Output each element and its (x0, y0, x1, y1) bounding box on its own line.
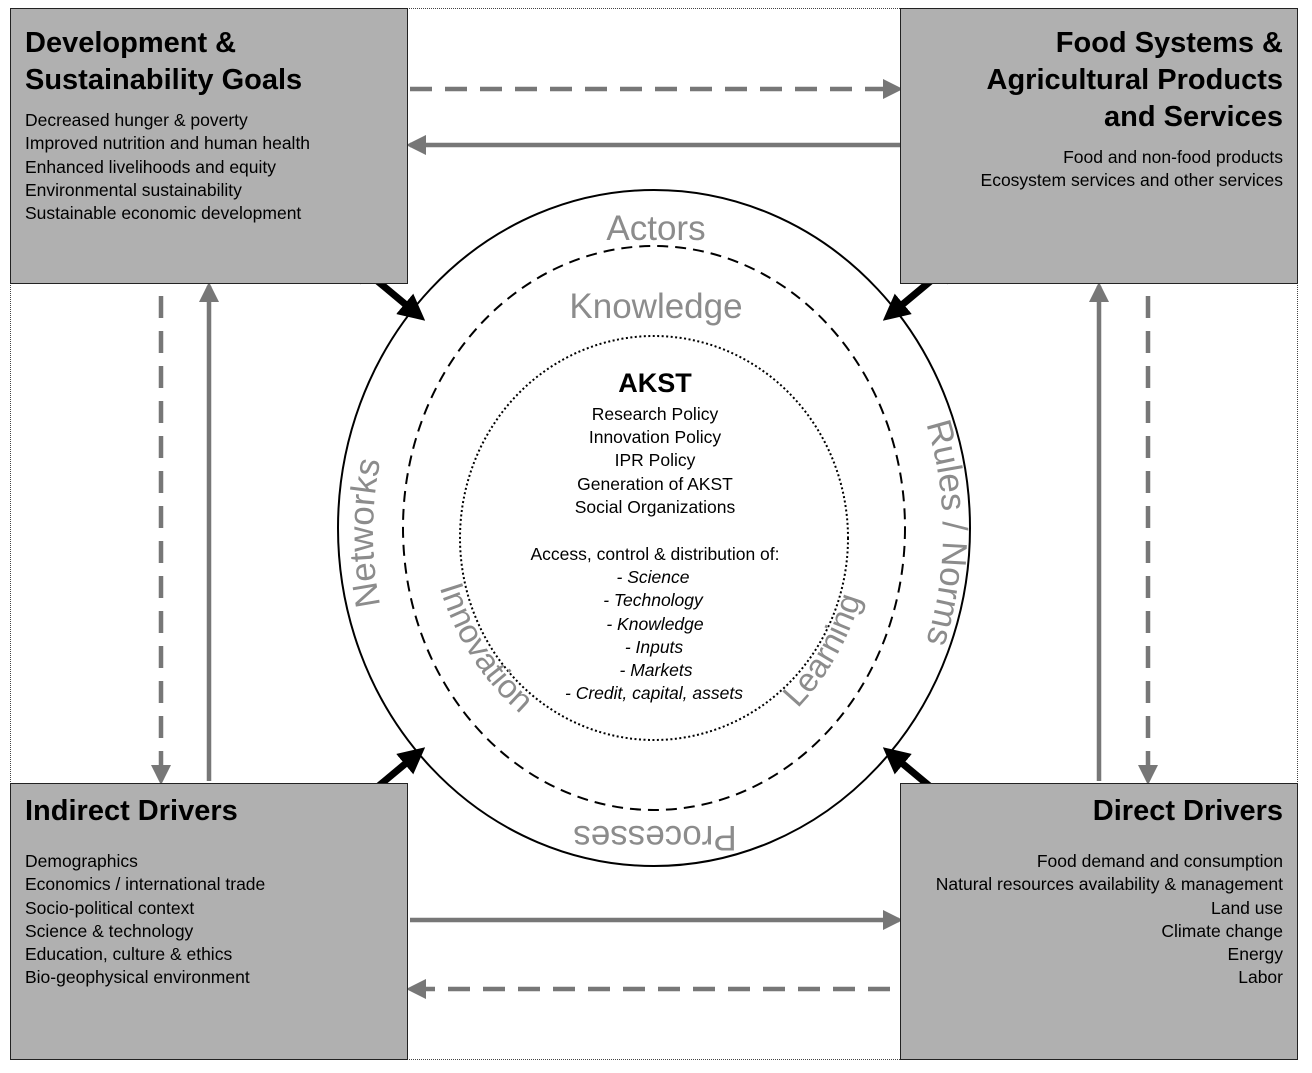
direct-drivers-title: Direct Drivers (915, 793, 1283, 830)
policy-item: Research Policy (592, 404, 719, 424)
food-systems-title: Food Systems & Agricultural Products and… (915, 25, 1284, 136)
title-line: Development & (25, 27, 237, 59)
development-goals-list: Decreased hunger & poverty Improved nutr… (25, 109, 393, 225)
akst-core-ring (459, 335, 849, 741)
access-item: - Technology (603, 590, 704, 610)
list-item: Sustainable economic development (25, 203, 302, 224)
list-item: Environmental sustainability (25, 179, 242, 200)
list-item: Natural resources availability & managem… (935, 874, 1283, 895)
access-heading: Access, control & distribution of: (531, 544, 780, 564)
list-item: Labor (1238, 967, 1283, 988)
policy-item: IPR Policy (615, 450, 696, 470)
learning-text-path: Learning (775, 589, 868, 714)
rules-norms-text-path: Rules / Norms (918, 415, 974, 651)
list-item: Improved nutrition and human health (25, 133, 311, 154)
akst-title: AKST (618, 368, 692, 398)
ring-label-processes: Processes (573, 818, 736, 857)
list-item: Ecosystem services and other services (980, 170, 1283, 191)
development-goals-box: Development & Sustainability Goals Decre… (10, 8, 408, 284)
outer-frame (10, 8, 1298, 1060)
indirect-drivers-box: Indirect Drivers Demographics Economics … (10, 783, 408, 1060)
ring-label-rules-norms: Rules / Norms (918, 415, 974, 651)
title-line: and Services (1104, 101, 1283, 133)
title-line: Agricultural Products (986, 64, 1284, 96)
ring-label-networks: Networks (342, 455, 388, 611)
ring-label-knowledge: Knowledge (569, 287, 742, 326)
access-item: - Knowledge (606, 614, 704, 634)
actors-ring (337, 189, 971, 867)
access-item: - Credit, capital, assets (565, 683, 743, 703)
list-item: Science & technology (25, 920, 194, 941)
list-item: Land use (1210, 897, 1283, 918)
policy-item: Social Organizations (575, 497, 736, 517)
access-item: - Inputs (625, 637, 684, 657)
knowledge-ring (402, 245, 906, 811)
list-item: Education, culture & ethics (25, 944, 233, 965)
title-line: Direct Drivers (1092, 795, 1283, 827)
list-item: Bio-geophysical environment (25, 967, 250, 988)
title-line: Sustainability Goals (25, 64, 303, 96)
list-item: Socio-political context (25, 897, 195, 918)
food-systems-box: Food Systems & Agricultural Products and… (900, 8, 1298, 284)
list-item: Energy (1227, 944, 1283, 965)
food-systems-list: Food and non-food products Ecosystem ser… (915, 146, 1283, 193)
title-line: Indirect Drivers (25, 795, 238, 827)
list-item: Enhanced livelihoods and equity (25, 156, 277, 177)
indirect-drivers-title: Indirect Drivers (25, 793, 393, 830)
access-item: - Science (617, 567, 690, 587)
direct-drivers-box: Direct Drivers Food demand and consumpti… (900, 783, 1298, 1060)
list-item: Climate change (1161, 920, 1283, 941)
policy-item: Generation of AKST (577, 474, 733, 494)
ring-label-learning: Learning (775, 589, 868, 714)
list-item: Food demand and consumption (1036, 851, 1283, 871)
policy-item: Innovation Policy (589, 427, 722, 447)
title-line: Food Systems & (1055, 27, 1283, 59)
ring-label-actors: Actors (606, 209, 705, 248)
development-goals-title: Development & Sustainability Goals (25, 25, 393, 99)
akst-policy-list: Research Policy Innovation Policy IPR Po… (575, 404, 736, 517)
list-item: Decreased hunger & poverty (25, 110, 248, 130)
networks-text-path: Networks (342, 455, 388, 611)
access-item-list: - Science - Technology - Knowledge - Inp… (565, 567, 743, 703)
list-item: Food and non-food products (1063, 147, 1283, 167)
indirect-drivers-list: Demographics Economics / international t… (25, 850, 393, 990)
ring-label-innovation: Innovation (433, 578, 541, 719)
access-item: - Markets (620, 660, 693, 680)
list-item: Economics / international trade (25, 874, 266, 895)
direct-drivers-list: Food demand and consumption Natural reso… (915, 850, 1283, 990)
list-item: Demographics (25, 851, 138, 871)
innovation-text-path: Innovation (433, 578, 541, 719)
